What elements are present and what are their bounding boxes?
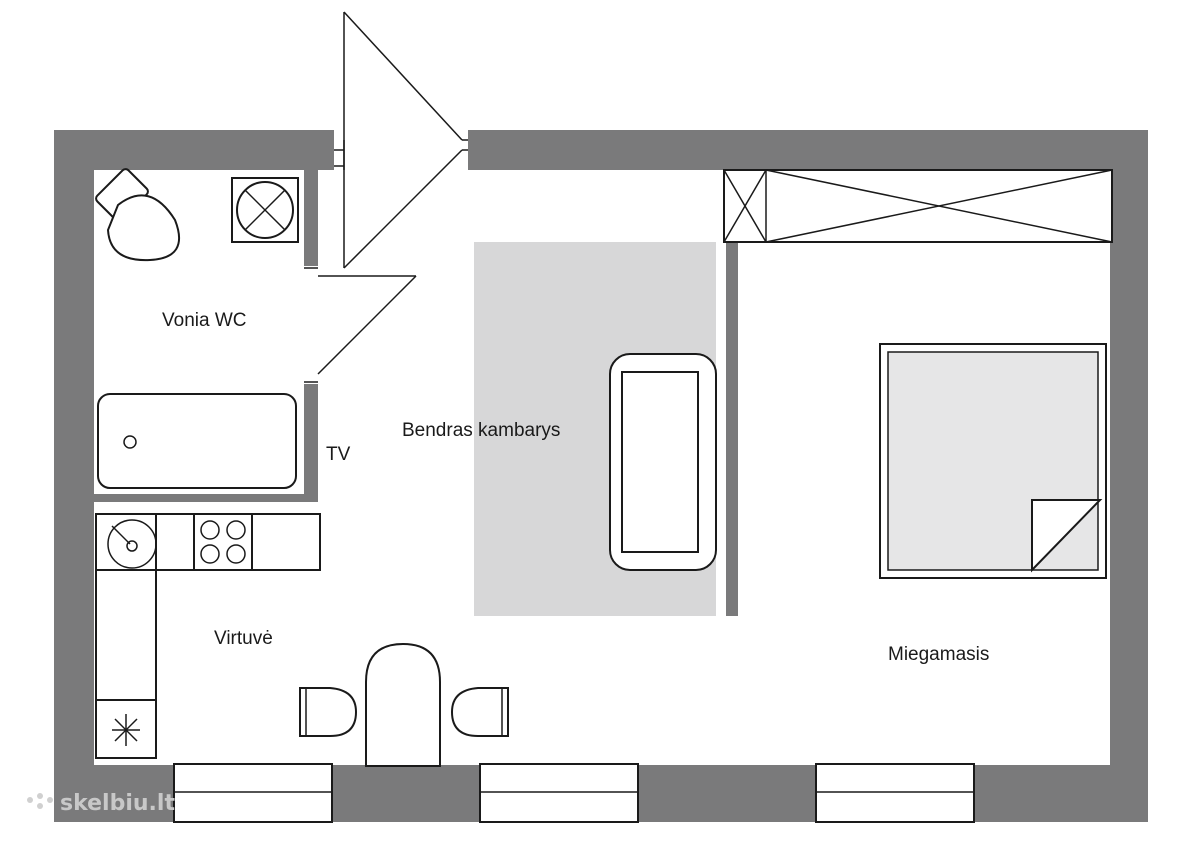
tv-label: TV [326, 444, 351, 465]
bedroom-partition-wall [726, 242, 738, 616]
bathroom-walls [94, 170, 318, 502]
bathroom-label: Vonia WC [162, 310, 246, 331]
washing-machine-icon [231, 177, 299, 243]
dining-table-icon [365, 642, 441, 767]
chair-icon [450, 687, 509, 737]
sofa-icon [609, 353, 717, 571]
watermark-logo: skelbiu.lt [27, 791, 175, 816]
living-room-label: Bendras kambarys [402, 420, 560, 441]
window [479, 763, 639, 823]
window [815, 763, 975, 823]
bathtub-icon [97, 393, 297, 489]
bed-icon [879, 343, 1107, 579]
sink-icon [95, 513, 157, 571]
fridge-icon [95, 699, 157, 759]
wall-top-left [54, 130, 334, 170]
wall-top-right [468, 130, 1148, 170]
kitchen-label: Virtuvė [214, 628, 273, 649]
entrance-door [334, 11, 468, 269]
toilet-icon [95, 168, 180, 262]
wardrobe-icon [723, 169, 1113, 243]
bedroom-label: Miegamasis [888, 644, 989, 665]
stove-icon [193, 513, 253, 571]
watermark-text: skelbiu.lt [60, 791, 175, 816]
bathroom-door [304, 267, 417, 383]
wall-right [1110, 130, 1148, 822]
window [173, 763, 333, 823]
chair-icon [299, 687, 358, 737]
kitchen-counter [95, 513, 321, 759]
wall-left [54, 130, 94, 822]
